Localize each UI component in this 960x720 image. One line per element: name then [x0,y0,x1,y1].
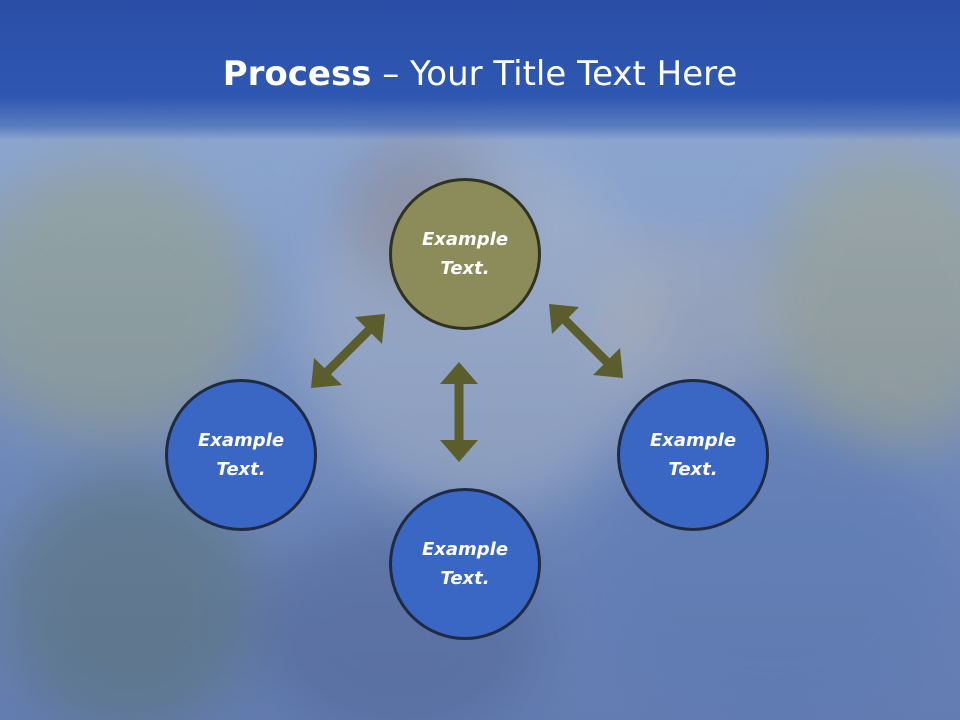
process-step-left-text: Example Text. [197,430,285,480]
title-bar [0,0,960,140]
slide-title[interactable]: Process – Your Title Text Here [0,52,960,96]
arrowhead [593,348,623,378]
arrowhead [440,440,478,462]
background-photo-foliage-right [760,150,960,450]
slide-title-rest: – Your Title Text Here [371,54,738,94]
double-arrow-top-right [556,311,616,371]
double-arrow-top-left [318,321,378,381]
process-step-right[interactable]: Example Text. [617,379,769,531]
arrowhead [440,362,478,384]
process-step-top-text: Example Text. [421,229,509,279]
process-step-bottom[interactable]: Example Text. [389,488,541,640]
arrowhead [311,358,342,388]
slide-title-bold: Process [222,54,372,94]
process-step-bottom-text: Example Text. [421,539,509,589]
arrowhead [355,314,385,344]
arrowhead [549,304,579,334]
process-step-top[interactable]: Example Text. [389,178,541,330]
process-step-left[interactable]: Example Text. [165,379,317,531]
process-step-right-text: Example Text. [649,430,737,480]
